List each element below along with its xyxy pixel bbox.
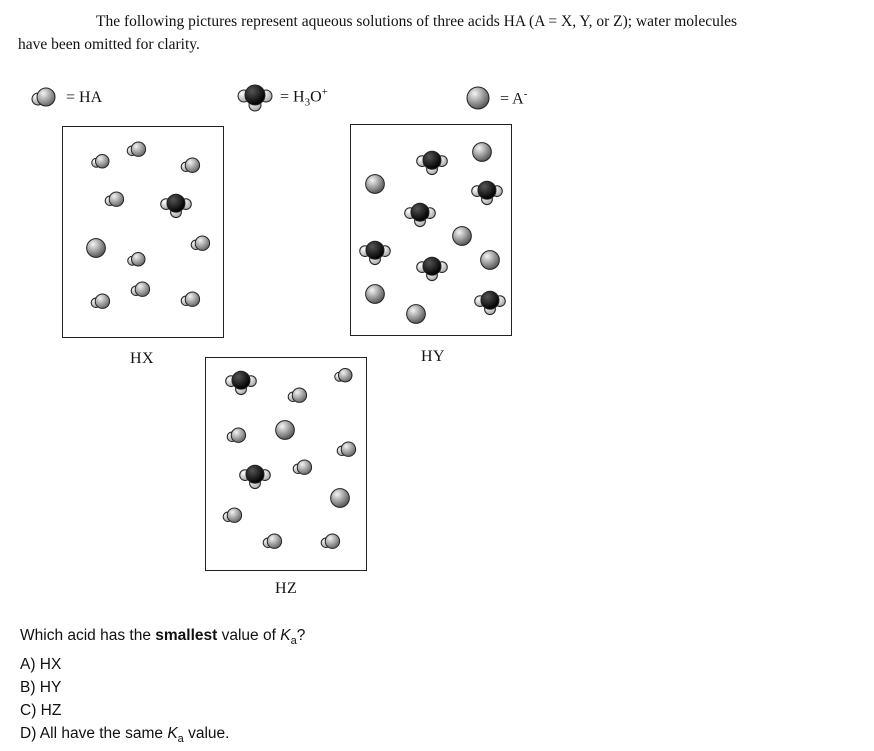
option-b[interactable]: B) HY: [20, 679, 62, 697]
anion-molecule: [466, 86, 490, 110]
legend-h3o: = H3O+: [234, 80, 328, 114]
legend-anion-label: = A-: [500, 88, 527, 108]
box-hy: [350, 124, 512, 336]
question-middle: value of: [217, 627, 281, 644]
hydronium-molecule-icon: [237, 84, 273, 112]
question-k: K: [280, 627, 291, 644]
legend-h3o-sub: 3: [304, 96, 311, 109]
option-d-k-sub: a: [177, 733, 184, 746]
legend-ha-label: = HA: [66, 89, 103, 106]
option-d-suffix: value.: [183, 725, 230, 743]
question-block: Which acid has the smallest value of Ka?…: [20, 624, 305, 751]
option-c[interactable]: C) HZ: [20, 702, 62, 720]
legend-h3o-label: = H3O+: [280, 86, 328, 109]
question-k-sub: a: [290, 635, 297, 648]
legend-h3o-o: O: [310, 88, 322, 106]
legend-anion-text: = A: [500, 90, 524, 108]
intro-line-1: The following pictures represent aqueous…: [96, 13, 738, 30]
legend-h3o-sup: +: [321, 85, 328, 98]
box-label-hz: HZ: [275, 580, 298, 597]
question-bold: smallest: [155, 627, 218, 644]
option-d-prefix: D) All have the same: [20, 725, 168, 743]
legend-anion-sup: -: [523, 87, 528, 100]
option-a[interactable]: A) HX: [20, 656, 62, 674]
option-d-k: K: [167, 725, 178, 743]
ha-molecule-icon: [31, 87, 56, 107]
question-suffix: ?: [296, 627, 306, 644]
oxygen-atom: [244, 84, 266, 106]
a-atom: [36, 87, 56, 107]
question-prefix: Which acid has the: [20, 627, 156, 644]
question-text: Which acid has the smallest value of Ka?: [20, 624, 305, 653]
legend-h3o-prefix: = H: [280, 88, 305, 106]
box-label-hy: HY: [421, 348, 446, 365]
legend-ha: = HA: [26, 86, 102, 110]
option-d[interactable]: D) All have the same Ka value.: [20, 722, 305, 751]
box-hx: [62, 126, 224, 338]
box-hz: [205, 357, 367, 571]
hydronium-molecule: [237, 84, 273, 112]
anion-molecule-icon: [466, 86, 490, 110]
problem-statement: The following pictures represent aqueous…: [18, 10, 868, 56]
anion-atom: [466, 86, 490, 110]
legend-anion: = A-: [462, 84, 527, 112]
box-label-hx: HX: [130, 350, 155, 367]
ha-molecule: [31, 87, 56, 107]
intro-line-2: have been omitted for clarity.: [18, 36, 200, 53]
